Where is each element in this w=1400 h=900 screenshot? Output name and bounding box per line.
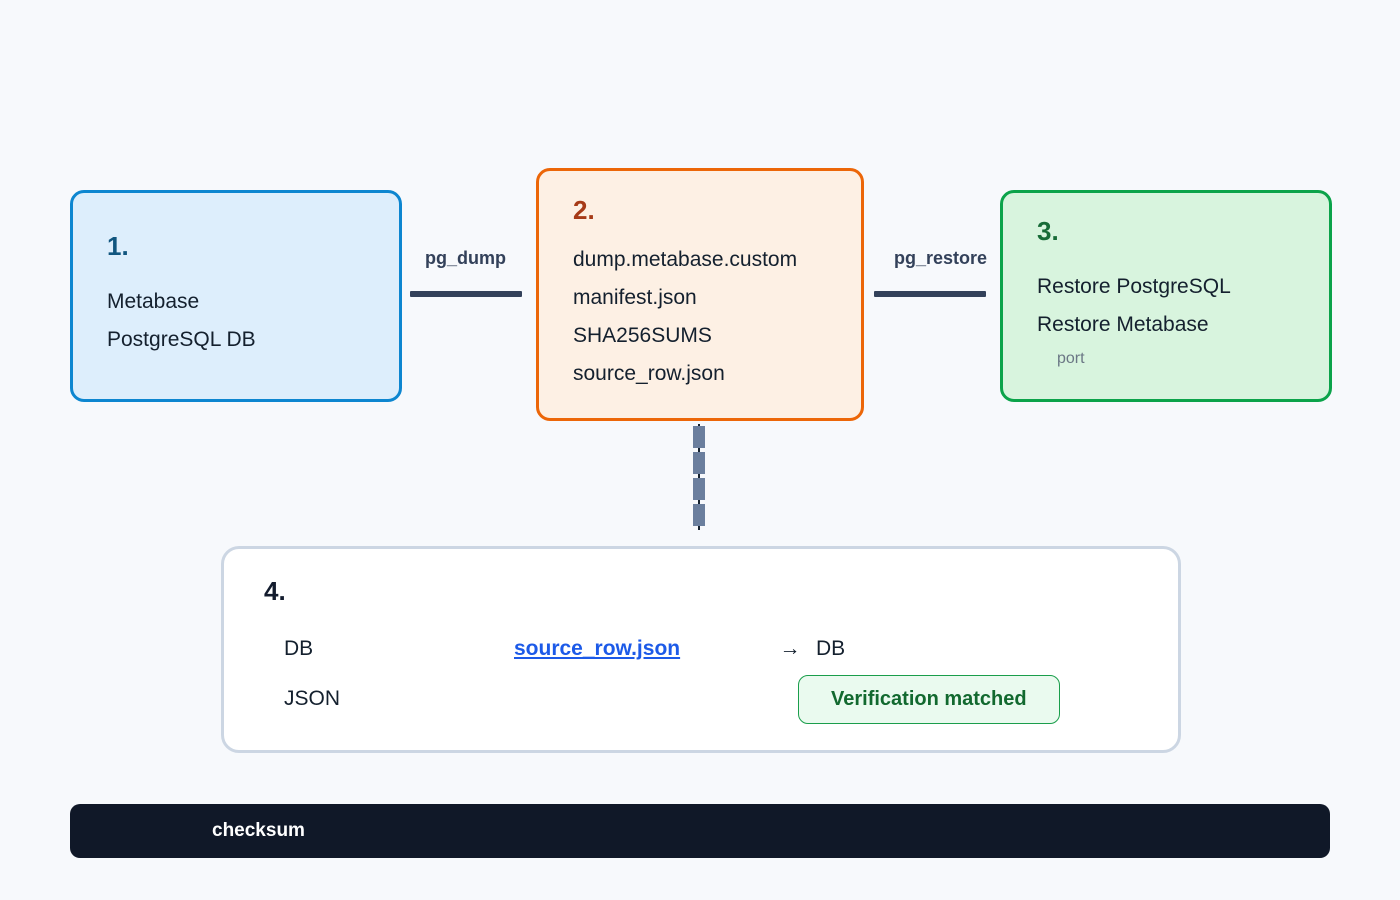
- connector-step2-step4-dashed: [693, 424, 705, 530]
- verification-status-badge: Verification matched: [798, 674, 1060, 724]
- dash-segment: [693, 478, 705, 500]
- step-4-number: 4.: [264, 576, 286, 606]
- step-3-line-2: Restore Metabase: [1037, 313, 1209, 336]
- verification-row-2: JSON Verification matched: [284, 674, 1148, 724]
- step-3-line-1: Restore PostgreSQL: [1037, 275, 1231, 298]
- step-2-line-1: dump.metabase.custom: [573, 248, 798, 271]
- arrow-right-icon: →: [779, 637, 801, 660]
- checksum-footer-bar: checksum: [70, 804, 1330, 858]
- verification-source-file-link[interactable]: source_row.json: [514, 637, 681, 660]
- step-2-node[interactable]: 2. dump.metabase.custom manifest.json SH…: [536, 168, 864, 421]
- step-2-line-3: SHA256SUMS: [573, 324, 712, 347]
- step-3-number: 3.: [1037, 216, 1059, 246]
- verification-grid: DB source_row.json → DB JSON Verificatio…: [264, 627, 1148, 740]
- step-2-line-4: source_row.json: [573, 362, 725, 385]
- verification-target-db-label: DB: [816, 637, 846, 660]
- verification-row-1: DB source_row.json → DB: [284, 627, 1148, 671]
- step-3-sub-line-port: port: [1057, 350, 1085, 367]
- dash-segment: [693, 504, 705, 526]
- verification-source-db-label: DB: [284, 637, 314, 660]
- connector-label-pg-restore: pg_restore: [894, 248, 988, 268]
- step-2-number: 2.: [573, 195, 595, 225]
- dash-segment: [693, 426, 705, 448]
- step-4-verification-panel[interactable]: 4. DB source_row.json → DB JSON Verifica…: [221, 546, 1181, 753]
- verification-json-label: JSON: [284, 687, 341, 710]
- connector-step2-step3: [874, 291, 986, 297]
- step-1-number: 1.: [107, 231, 129, 261]
- step-1-node[interactable]: 1. Metabase PostgreSQL DB: [70, 190, 402, 402]
- connector-label-pg-dump: pg_dump: [425, 248, 506, 268]
- step-2-line-2: manifest.json: [573, 286, 697, 309]
- dash-segment: [693, 452, 705, 474]
- connector-step1-step2: [410, 291, 522, 297]
- step-3-node[interactable]: 3. Restore PostgreSQL Restore Metabase p…: [1000, 190, 1332, 402]
- step-1-line-2: PostgreSQL DB: [107, 328, 256, 351]
- step-1-line-1: Metabase: [107, 290, 200, 313]
- checksum-footer-label: checksum: [212, 820, 305, 841]
